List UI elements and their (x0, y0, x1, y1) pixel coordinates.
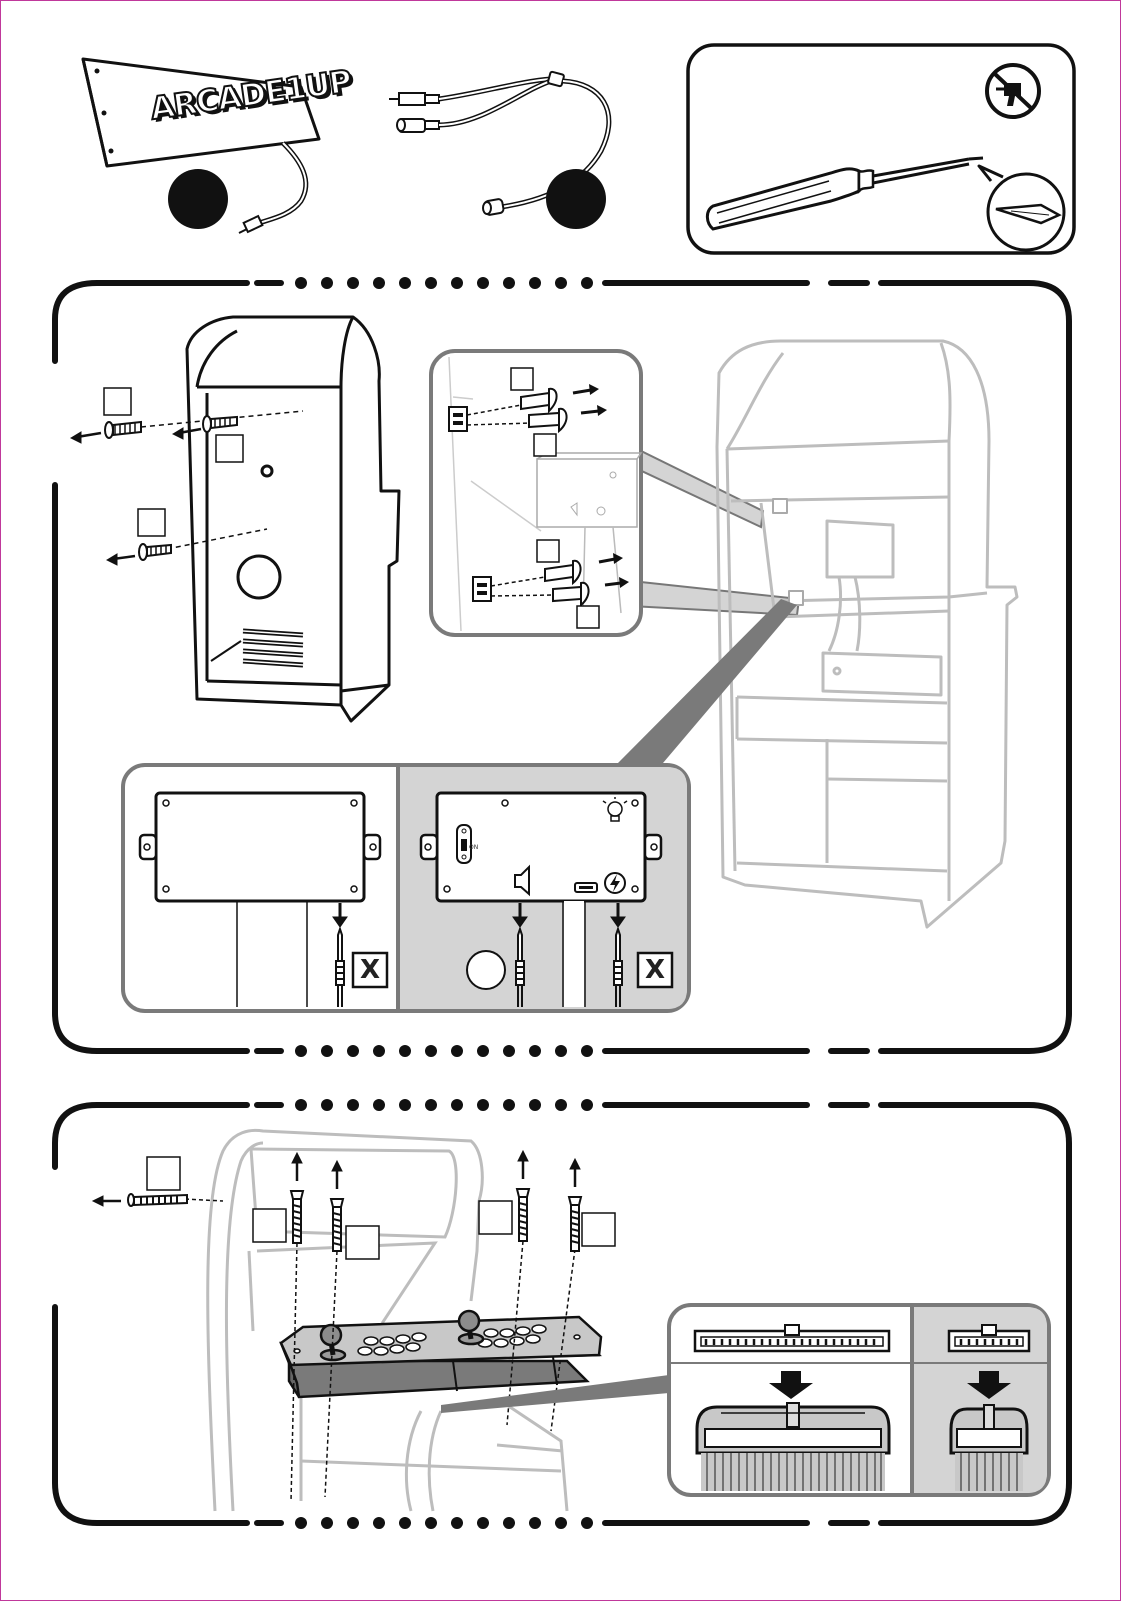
part-label-disc-b (546, 169, 606, 229)
control-panel-deck (281, 1311, 601, 1397)
switch-on-label: ON (469, 844, 478, 851)
cross-marker-left: X (353, 953, 387, 987)
step-panel-2-dots (295, 1099, 593, 1529)
part-label-circle (467, 951, 505, 989)
bracket-zoom-panel (431, 351, 799, 635)
cabinet-rear-view (187, 317, 399, 721)
part-label-disc-a (168, 169, 228, 229)
cross-marker-right: X (638, 953, 672, 987)
tools-box (688, 45, 1074, 253)
